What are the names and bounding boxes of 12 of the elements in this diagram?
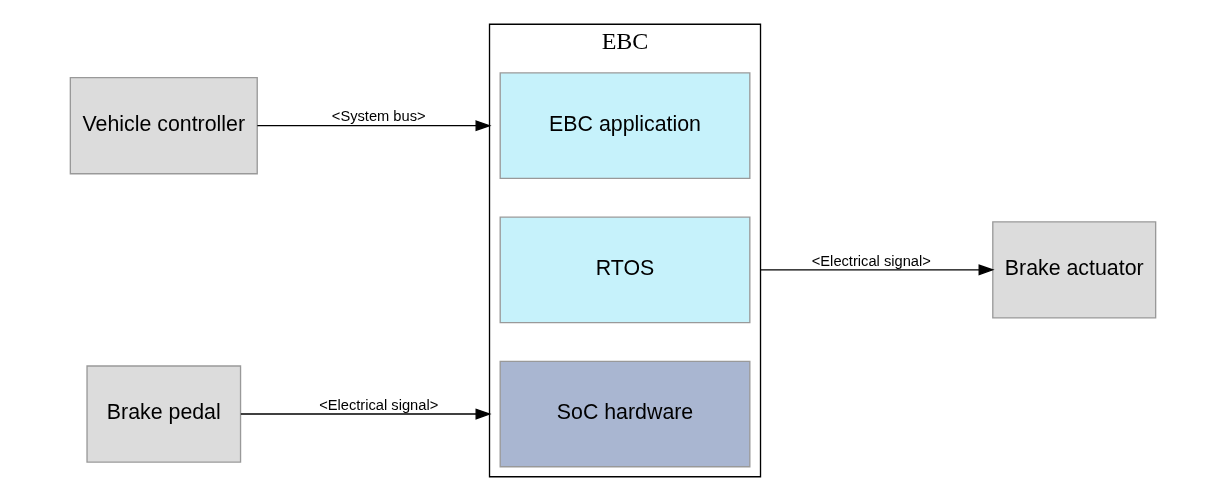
node-box: RTOS xyxy=(499,216,750,324)
node-box: Brake actuator xyxy=(991,221,1156,319)
arrow xyxy=(759,264,995,276)
arrow xyxy=(256,120,492,132)
node-box: Vehicle controller xyxy=(69,76,258,175)
node-box: SoC hardware xyxy=(499,360,750,468)
node-box: Brake pedal xyxy=(85,365,241,463)
arrow xyxy=(239,408,492,420)
edge-label: <Electrical signal> xyxy=(811,252,931,269)
edge-label: <System bus> xyxy=(331,108,426,125)
edge-label: <Electrical signal> xyxy=(318,396,438,413)
node-box: EBC application xyxy=(499,72,750,180)
